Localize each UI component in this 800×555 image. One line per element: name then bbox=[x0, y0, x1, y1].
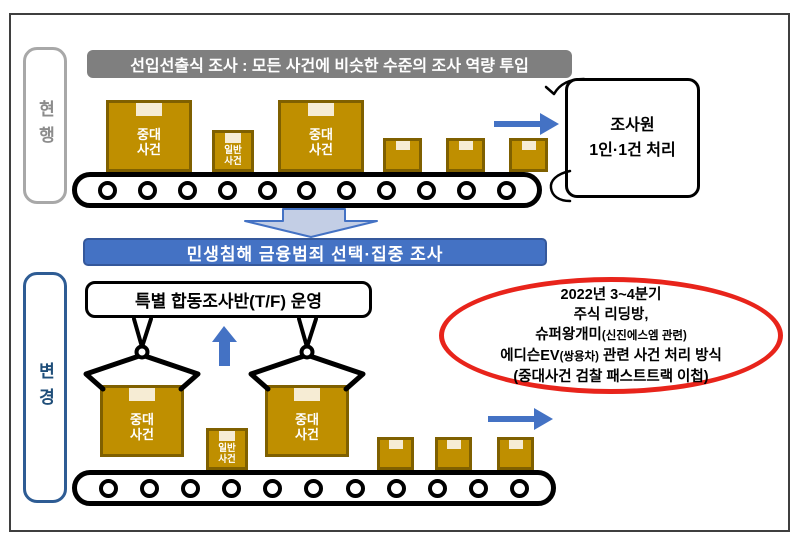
plain-case-box bbox=[383, 138, 422, 172]
plain-case-box bbox=[377, 437, 414, 470]
belt-roller bbox=[386, 478, 406, 498]
annotation-line5: (중대사건 검찰 패스트트랙 이첩) bbox=[513, 368, 709, 385]
box-tape bbox=[446, 440, 461, 449]
annotation-line4: 에디슨EV(쌍용차) 관련 사건 처리 방식 bbox=[500, 346, 722, 367]
top-conveyor-belt bbox=[72, 172, 542, 208]
box-label-line1: 중대 bbox=[295, 412, 319, 427]
annotation-line4-post: 관련 사건 처리 방식 bbox=[598, 347, 722, 364]
major-case-box-lifted: 중대 사건 bbox=[100, 385, 184, 457]
investigator-callout: 조사원 1인·1건 처리 bbox=[565, 78, 700, 198]
belt-roller bbox=[99, 478, 119, 498]
belt-roller bbox=[263, 478, 283, 498]
box-tape bbox=[508, 440, 523, 449]
box-tape bbox=[129, 388, 155, 401]
belt-roller bbox=[457, 180, 477, 200]
box-tape bbox=[395, 141, 410, 150]
box-tape bbox=[219, 431, 235, 441]
change-side-label: 변경 bbox=[23, 272, 67, 503]
annotation-line3-paren: (신진에스엠 관련) bbox=[601, 329, 687, 342]
plain-case-box bbox=[509, 138, 548, 172]
belt-roller bbox=[257, 180, 277, 200]
change-side-label-text: 변경 bbox=[35, 361, 55, 414]
box-label: 중대 사건 bbox=[109, 127, 189, 157]
box-tape bbox=[388, 440, 403, 449]
general-case-box: 일반 사건 bbox=[206, 428, 248, 470]
belt-roller bbox=[377, 180, 397, 200]
major-case-box-lifted: 중대 사건 bbox=[265, 385, 349, 457]
belt-roller bbox=[427, 478, 447, 498]
box-label: 중대 사건 bbox=[281, 127, 361, 157]
tf-team-box: 특별 합동조사반(T/F) 운영 bbox=[85, 281, 372, 318]
box-tape bbox=[225, 133, 241, 143]
box-label-line2: 사건 bbox=[295, 427, 319, 442]
box-label-line1: 중대 bbox=[309, 127, 333, 142]
box-label-line1: 일반 bbox=[218, 442, 236, 454]
box-label: 일반 사건 bbox=[215, 145, 251, 167]
belt-roller bbox=[217, 180, 237, 200]
callout-line2: 1인·1건 처리 bbox=[589, 142, 676, 159]
belt-roller bbox=[140, 478, 160, 498]
box-tape bbox=[136, 103, 162, 116]
box-label: 중대 사건 bbox=[103, 412, 181, 442]
major-case-box: 중대 사건 bbox=[278, 100, 364, 172]
box-tape bbox=[521, 141, 536, 150]
general-case-box: 일반 사건 bbox=[212, 130, 254, 172]
annotation-line1: 2022년 3~4분기 bbox=[560, 286, 662, 303]
focus-investigation-banner: 민생침해 금융범죄 선택·집중 조사 bbox=[83, 238, 547, 266]
box-label: 중대 사건 bbox=[268, 412, 346, 442]
current-side-label-text: 현행 bbox=[35, 99, 55, 152]
belt-roller bbox=[468, 478, 488, 498]
annotation-line4-paren: (쌍용차) bbox=[559, 350, 599, 363]
belt-roller bbox=[337, 180, 357, 200]
box-label-line2: 사건 bbox=[137, 142, 161, 157]
box-tape bbox=[294, 388, 320, 401]
box-label-line2: 사건 bbox=[224, 155, 242, 167]
box-label-line2: 사건 bbox=[309, 142, 333, 157]
belt-roller bbox=[181, 478, 201, 498]
callout-line1: 조사원 bbox=[610, 117, 655, 134]
belt-roller bbox=[304, 478, 324, 498]
belt-roller bbox=[345, 478, 365, 498]
belt-roller bbox=[417, 180, 437, 200]
box-label-line1: 중대 bbox=[137, 127, 161, 142]
box-label-line1: 일반 bbox=[224, 144, 242, 156]
box-tape bbox=[308, 103, 334, 116]
major-case-box: 중대 사건 bbox=[106, 100, 192, 172]
belt-roller bbox=[297, 180, 317, 200]
annotation-line3: 슈퍼왕개미(신진에스엠 관련) bbox=[535, 325, 687, 346]
belt-roller bbox=[97, 180, 117, 200]
annotation-line4-pre: 에디슨EV bbox=[500, 347, 560, 364]
annotation-line2: 주식 리딩방, bbox=[573, 306, 649, 323]
box-label-line2: 사건 bbox=[218, 453, 236, 465]
belt-roller bbox=[137, 180, 157, 200]
plain-case-box bbox=[435, 437, 472, 470]
current-side-label: 현행 bbox=[23, 47, 67, 204]
belt-roller bbox=[509, 478, 529, 498]
box-label: 일반 사건 bbox=[209, 443, 245, 465]
belt-roller bbox=[177, 180, 197, 200]
focus-banner-text: 민생침해 금융범죄 선택·집중 조사 bbox=[186, 244, 444, 264]
case-annotation-ellipse: 2022년 3~4분기 주식 리딩방, 슈퍼왕개미(신진에스엠 관련) 에디슨E… bbox=[439, 277, 783, 394]
bottom-conveyor-belt bbox=[72, 470, 556, 506]
tf-team-text: 특별 합동조사반(T/F) 운영 bbox=[134, 292, 323, 311]
plain-case-box bbox=[497, 437, 534, 470]
box-label-line1: 중대 bbox=[130, 412, 154, 427]
annotation-line3-main: 슈퍼왕개미 bbox=[535, 326, 602, 343]
box-label-line2: 사건 bbox=[130, 427, 154, 442]
fifo-header-banner: 선입선출식 조사 : 모든 사건에 비슷한 수준의 조사 역량 투입 bbox=[87, 50, 572, 78]
fifo-header-text: 선입선출식 조사 : 모든 사건에 비슷한 수준의 조사 역량 투입 bbox=[130, 58, 529, 75]
box-tape bbox=[458, 141, 473, 150]
plain-case-box bbox=[446, 138, 485, 172]
belt-roller bbox=[496, 180, 516, 200]
belt-roller bbox=[222, 478, 242, 498]
